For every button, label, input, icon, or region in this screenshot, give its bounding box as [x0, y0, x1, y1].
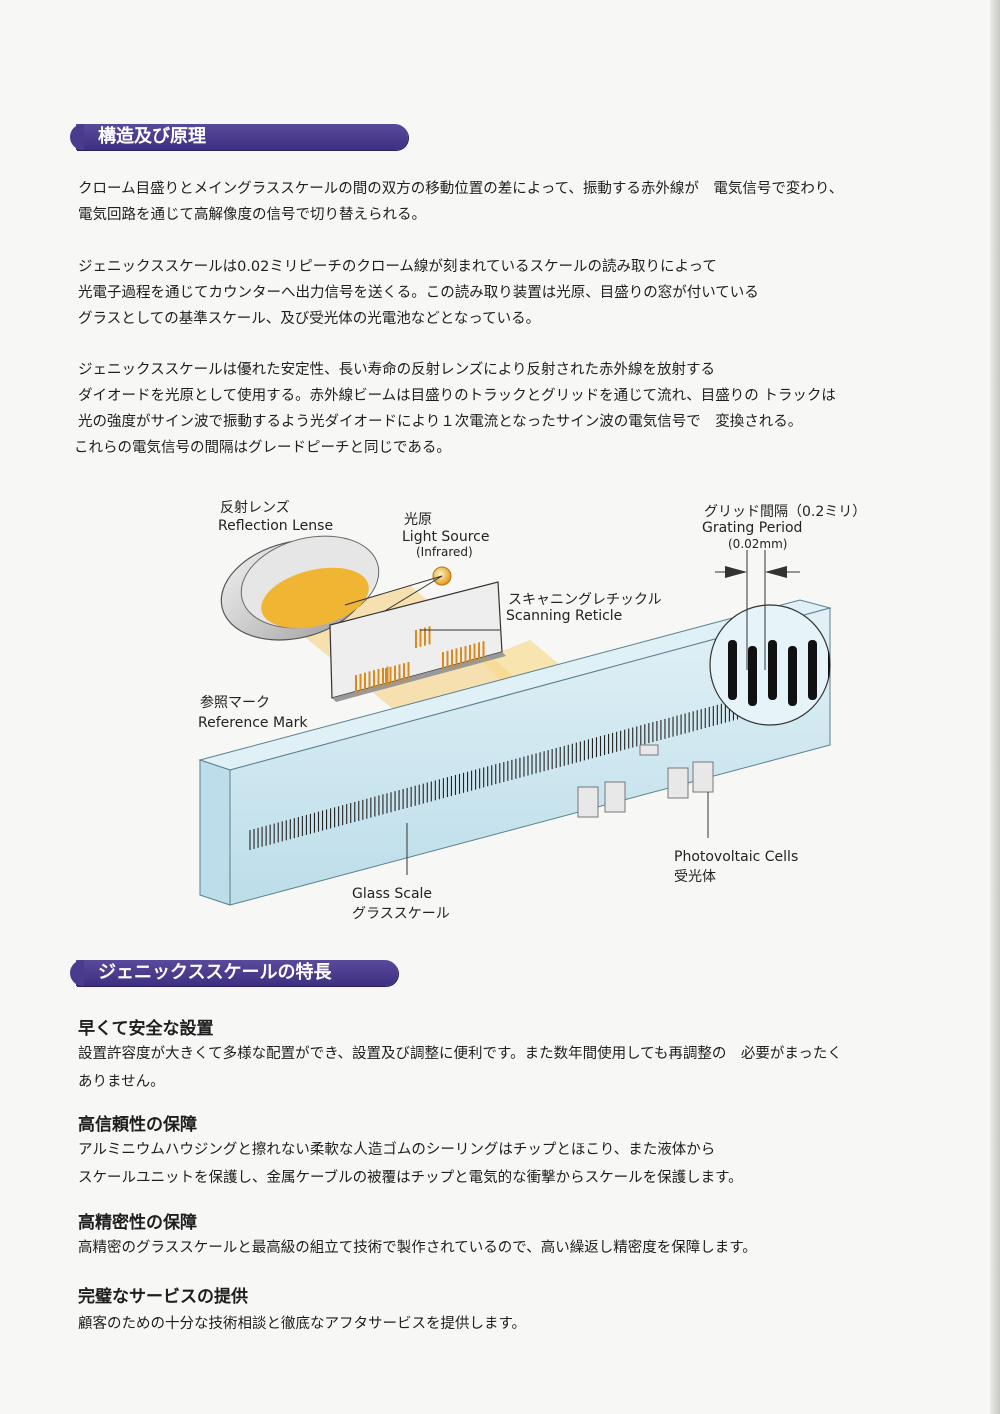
reticle-tick — [403, 663, 405, 682]
label-grating-period-value: (0.02mm) — [728, 537, 787, 551]
reticle-tick — [469, 644, 471, 663]
reticle-tick — [364, 672, 366, 691]
feature-body: 顧客のための十分な技術相談と徹底なアフタサービスを提供します。 — [78, 1310, 918, 1338]
label-light-source-jp: 光原 — [404, 512, 432, 528]
reticle-tick — [355, 675, 357, 693]
reticle-tick — [359, 673, 362, 692]
reticle-tick — [428, 626, 431, 645]
magnified-tick — [788, 646, 797, 706]
magnified-tick — [748, 646, 757, 706]
section-header-features: ジェニックススケールの特長 — [70, 960, 398, 986]
feature-body: アルミニウムハウジングと擦れない柔軟な人造ゴムのシーリングはチップとほこり、また… — [78, 1136, 918, 1192]
reticle-tick — [385, 668, 387, 686]
label-scanning-reticle-jp: スキャニングレチックル — [508, 592, 662, 608]
reticle-tick — [451, 649, 453, 668]
label-grating-period-jp: グリッド間隔（0.2ミリ） — [704, 504, 860, 520]
feature-body: 高精密のグラススケールと最高級の組立て技術で製作されているので、高い繰返し精密度… — [78, 1234, 918, 1262]
reticle-tick — [382, 667, 384, 686]
label-reflection-lens-en: Reflection Lense — [218, 518, 333, 534]
paragraph-line: これらの電気信号の間隔はグレードピーチと同じである。 — [74, 440, 451, 456]
reticle-tick — [424, 627, 426, 646]
feature-line: アルミニウムハウジングと擦れない柔軟な人造ゴムのシーリングはチップとほこり、また… — [78, 1142, 716, 1158]
section-header-structure: 構造及び原理 — [70, 124, 408, 150]
reticle-tick — [398, 664, 401, 683]
paragraph-line: ジェニックススケールは優れた安定性、長い寿命の反射レンズにより反射された赤外線を… — [78, 362, 715, 378]
feature-line: スケールユニットを保護し、金属ケーブルの被覆はチップと電気的な衝撃からスケールを… — [78, 1170, 743, 1186]
label-scanning-reticle-en: Scanning Reticle — [506, 608, 622, 624]
feature-title: 早くて安全な設置 — [78, 1019, 214, 1039]
reticle-tick — [455, 648, 458, 667]
reticle-tick — [478, 642, 480, 661]
grating-magnifier — [709, 550, 831, 726]
feature-title: 完璧なサービスの提供 — [78, 1287, 248, 1307]
paragraph-line: 光の強度がサイン波で振動するよう光ダイオードにより１次電流となったサイン波の電気… — [78, 414, 803, 430]
label-light-source-en: Light Source — [402, 529, 489, 545]
paragraph-3: ジェニックススケールは優れた安定性、長い寿命の反射レンズにより反射された赤外線を… — [74, 357, 918, 461]
reticle-tick — [407, 662, 410, 680]
reticle-tick — [446, 650, 449, 669]
page-edge — [990, 0, 1000, 1414]
reticle-tick — [368, 671, 371, 690]
paragraph-line: グラスとしての基準スケール、及び受光体の光電池などとなっている。 — [78, 311, 541, 327]
reticle-tick — [473, 643, 476, 662]
reticle-tick — [389, 666, 392, 685]
label-grating-period-en: Grating Period — [702, 520, 802, 536]
feature-title: 高精密性の保障 — [78, 1213, 197, 1233]
feature-line: 高精密のグラススケールと最高級の組立て技術で製作されているので、高い繰返し精密度… — [78, 1240, 757, 1256]
magnified-tick — [768, 640, 777, 700]
photovoltaic-cells — [577, 744, 714, 818]
scanning-reticle — [329, 581, 506, 702]
paragraph-line: ダイオードを光原として使用する。赤外線ビームは目盛りのトラックとグリッドを通じて… — [78, 388, 836, 404]
paragraph-line: 光電子過程を通じてカウンターへ出力信号を送くる。この読み取り装置は光原、目盛りの… — [78, 285, 759, 301]
paragraph-1: クローム目盛りとメイングラススケールの間の双方の移動位置の差によって、振動する赤… — [78, 176, 918, 228]
reticle-tick — [482, 641, 485, 660]
paragraph-line: ジェニックススケールは0.02ミリピーチのクローム線が刻まれているスケールの読み… — [78, 259, 717, 275]
section-title: ジェニックススケールの特長 — [98, 962, 332, 983]
reticle-tick — [460, 647, 462, 666]
reticle-tick — [377, 669, 380, 687]
feature-line: ありません。 — [78, 1074, 165, 1090]
paragraph-line: クローム目盛りとメイングラススケールの間の双方の移動位置の差によって、振動する赤… — [78, 181, 844, 197]
reticle-tick — [415, 630, 417, 648]
label-glass-scale-jp: グラススケール — [352, 906, 450, 922]
label-photovoltaic-en: Photovoltaic Cells — [674, 849, 798, 865]
feature-body: 設置許容度が大きくて多様な配置ができ、設置及び調整に便利です。また数年間使用して… — [78, 1040, 918, 1096]
label-light-source-note: (Infrared) — [416, 545, 473, 559]
label-photovoltaic-jp: 受光体 — [674, 869, 716, 885]
reticle-tick — [442, 652, 444, 670]
paragraph-2: ジェニックススケールは0.02ミリピーチのクローム線が刻まれているスケールの読み… — [78, 254, 918, 332]
feature-line: 顧客のための十分な技術相談と徹底なアフタサービスを提供します。 — [78, 1316, 527, 1332]
label-glass-scale-en: Glass Scale — [352, 886, 432, 902]
reticle-tick — [419, 628, 422, 647]
section-title: 構造及び原理 — [98, 126, 206, 147]
scale-principle-diagram: 反射レンズ Reflection Lense 光原 Light Source (… — [198, 500, 860, 922]
feature-title: 高信頼性の保障 — [78, 1115, 197, 1135]
label-reference-mark-jp: 参照マーク — [200, 694, 270, 711]
label-reflection-lens-jp: 反射レンズ — [220, 500, 290, 516]
label-reference-mark-en: Reference Mark — [198, 715, 308, 731]
feature-line: 設置許容度が大きくて多様な配置ができ、設置及び調整に便利です。また数年間使用して… — [78, 1046, 842, 1062]
reticle-tick — [386, 666, 389, 685]
reticle-tick — [464, 646, 467, 664]
reflection-lens — [220, 535, 380, 641]
paragraph-line: 電気回路を通じて高解像度の信号で切り替えられる。 — [78, 207, 426, 223]
magnified-tick — [728, 640, 737, 700]
reticle-tick — [394, 665, 396, 684]
magnified-tick — [808, 640, 817, 700]
reticle-tick — [373, 670, 375, 689]
